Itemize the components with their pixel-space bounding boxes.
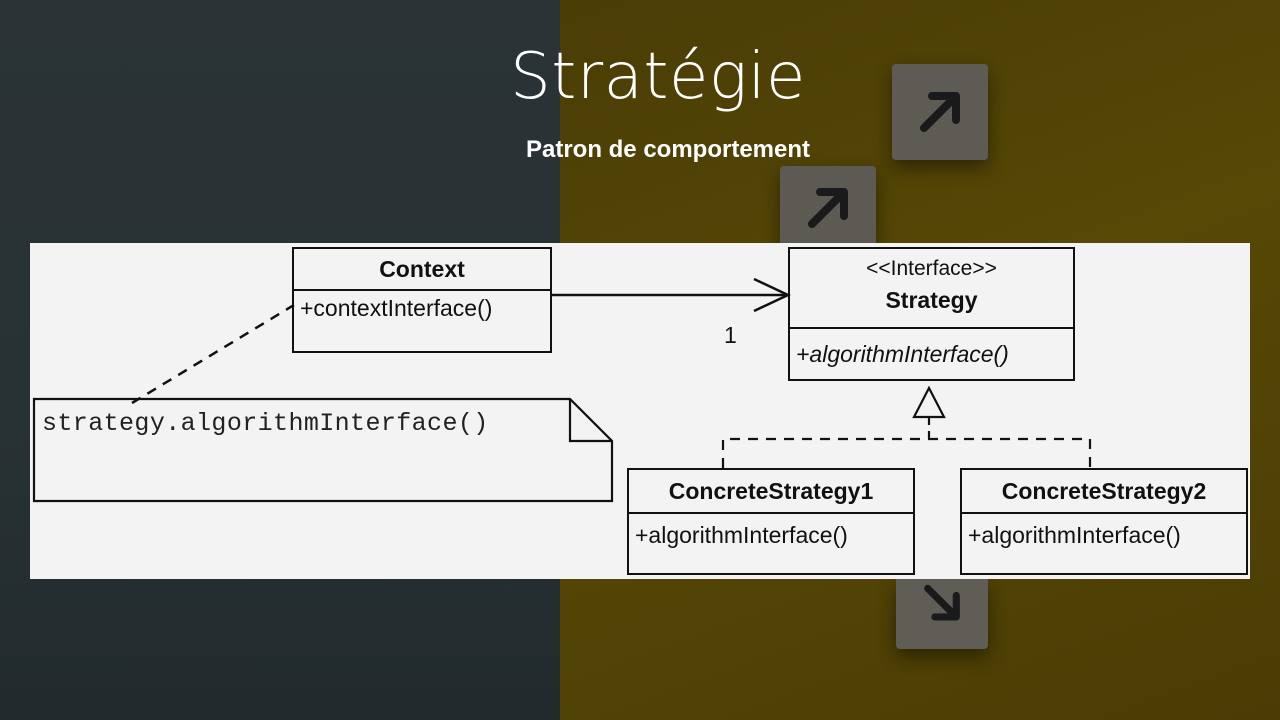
concrete-strategy-1-name: ConcreteStrategy1	[668, 478, 874, 504]
concrete-strategy-1-class: ConcreteStrategy1 +algorithmInterface()	[627, 468, 915, 575]
note-link-line	[131, 303, 295, 405]
strategy-interface: <<Interface>> Strategy +algorithmInterfa…	[788, 247, 1075, 381]
context-method: +contextInterface()	[300, 295, 493, 321]
note-shape	[32, 397, 614, 503]
multiplicity-label: 1	[724, 322, 737, 348]
concrete-strategy-2-class: ConcreteStrategy2 +algorithmInterface()	[960, 468, 1248, 575]
context-methods: +contextInterface()	[294, 289, 550, 353]
note-fold	[568, 399, 612, 443]
note-text: strategy.algorithmInterface()	[42, 409, 489, 438]
context-class-name: Context	[379, 256, 465, 282]
concrete-strategy-2-methods: +algorithmInterface()	[962, 512, 1246, 549]
arrow-up-right-cube-icon	[780, 166, 876, 246]
strategy-class-name: Strategy	[885, 287, 978, 313]
concrete-strategy-2-method: +algorithmInterface()	[968, 522, 1181, 548]
strategy-methods: +algorithmInterface()	[790, 327, 1073, 368]
arrow-down-right-cube-icon	[896, 579, 988, 649]
concrete-strategy-1-method: +algorithmInterface()	[635, 522, 848, 548]
realization-triangle	[912, 385, 946, 419]
context-class: Context +contextInterface()	[292, 247, 552, 353]
realization-branches	[721, 437, 1092, 468]
slide-subtitle: Patron de comportement	[525, 136, 811, 163]
slide-title: Stratégie	[510, 40, 806, 114]
arrow-up-right-cube-icon	[892, 64, 988, 160]
uml-diagram-panel: Context +contextInterface() 1 <<Interfac…	[30, 243, 1250, 579]
strategy-stereotype: <<Interface>>	[866, 257, 997, 280]
concrete-strategy-2-name: ConcreteStrategy2	[1001, 478, 1207, 504]
strategy-method: +algorithmInterface()	[796, 341, 1009, 367]
concrete-strategy-1-methods: +algorithmInterface()	[629, 512, 913, 549]
